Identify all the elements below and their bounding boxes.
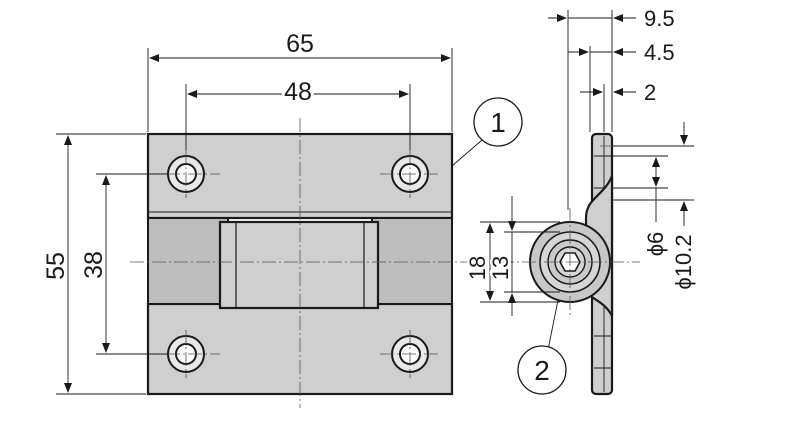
dim-offset-mid: 4.5 (644, 40, 675, 65)
outer-knuckle-left (147, 217, 229, 305)
balloon-2-label: 2 (534, 355, 550, 386)
dim-hole-dia-large: ϕ10.2 (671, 234, 696, 289)
dim-knuckle-outer: 18 (465, 256, 490, 280)
dim-overall-width: 65 (286, 30, 314, 58)
dim-hole-pitch-horizontal: 48 (284, 78, 312, 106)
dim-overall-height: 55 (42, 252, 70, 280)
balloon-1-label: 1 (490, 107, 506, 138)
dim-offset-total: 9.5 (644, 6, 675, 31)
dim-hole-pitch-vertical: 38 (80, 251, 108, 279)
center-knuckle (218, 220, 380, 310)
balloon-1 (473, 97, 523, 147)
front-view: 65 48 55 38 1 (39, 30, 523, 408)
side-view: 9.5 4.5 2 ϕ6 ϕ10.2 18 13 (463, 6, 696, 396)
dim-hole-dia-small: ϕ6 (643, 232, 668, 257)
balloon-2 (517, 345, 567, 395)
outer-knuckle-right (371, 217, 453, 305)
dim-knuckle-inner: 13 (488, 256, 513, 280)
dim-plate-thickness: 2 (644, 80, 656, 105)
